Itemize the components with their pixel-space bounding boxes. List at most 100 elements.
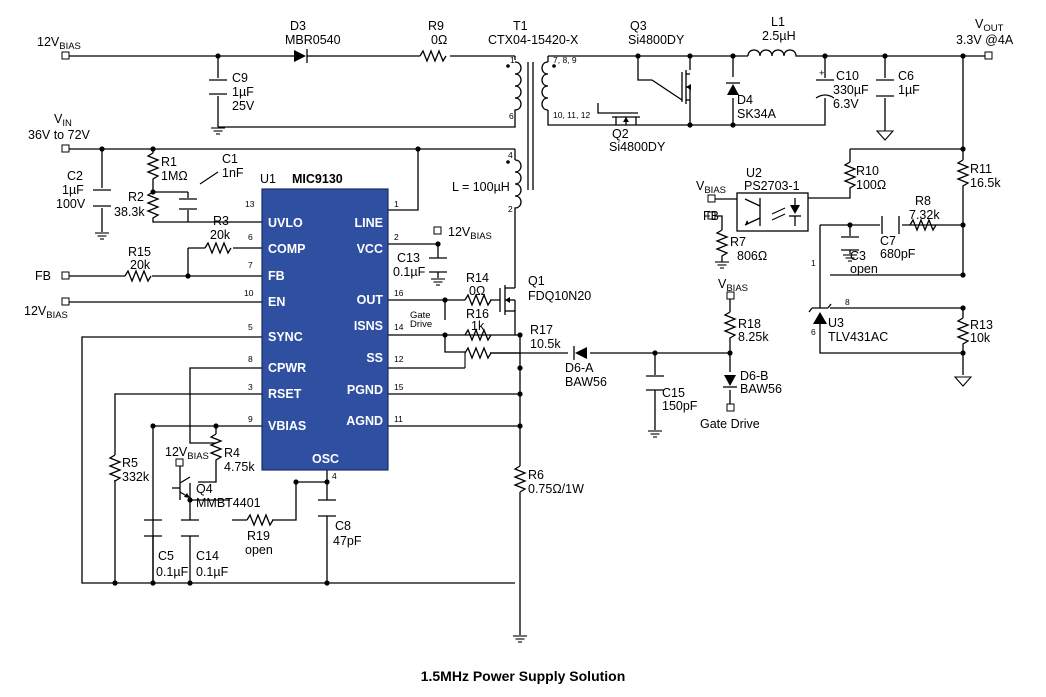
q2-ref: Q2 bbox=[612, 127, 629, 141]
q1-ref: Q1 bbox=[528, 274, 545, 288]
pin-num-2: 2 bbox=[394, 232, 399, 242]
q4-ref: Q4 bbox=[196, 482, 213, 496]
wires bbox=[67, 55, 985, 635]
net-vin-range: 36V to 72V bbox=[28, 128, 91, 142]
c14-value: 0.1µF bbox=[196, 565, 229, 579]
r10-ref: R10 bbox=[856, 164, 879, 178]
c9-ref: C9 bbox=[232, 71, 248, 85]
r11-ref: R11 bbox=[970, 162, 992, 176]
q3-value: Si4800DY bbox=[628, 33, 685, 47]
c8-ref: C8 bbox=[335, 519, 351, 533]
r1-ref: R1 bbox=[161, 155, 177, 169]
r8-ref: R8 bbox=[915, 194, 931, 208]
q4-value: MMBT4401 bbox=[196, 496, 261, 510]
svg-text:+: + bbox=[819, 68, 825, 79]
c9-value: 1µF bbox=[232, 85, 254, 99]
c1-value: 1nF bbox=[222, 166, 244, 180]
r18-ref: R18 bbox=[738, 317, 761, 331]
r9-value: 0Ω bbox=[431, 33, 447, 47]
d3-ref: D3 bbox=[290, 19, 306, 33]
c14-ref: C14 bbox=[196, 549, 219, 563]
t1-pin-2: 2 bbox=[508, 204, 513, 214]
net-fb-u2: FB bbox=[703, 209, 719, 223]
l1-ref: L1 bbox=[771, 15, 785, 29]
pin-num-11: 11 bbox=[394, 414, 403, 424]
d4-ref: D4 bbox=[737, 93, 753, 107]
r3-value: 20k bbox=[210, 228, 231, 242]
c7-value: 680pF bbox=[880, 247, 916, 261]
net-labels: 12VBIAS VIN 36V to 72V FB 12VBIAS 12VBIA… bbox=[24, 17, 1014, 462]
r6-value: 0.75Ω/1W bbox=[528, 482, 584, 496]
net-gate-drive-small-1: Gate bbox=[410, 310, 431, 321]
r15-value: 20k bbox=[130, 258, 151, 272]
pin-num-7: 7 bbox=[248, 260, 253, 270]
pin-rset: RSET bbox=[268, 387, 302, 401]
u1-ref: U1 bbox=[260, 172, 276, 186]
c9-voltage: 25V bbox=[232, 99, 255, 113]
pin-num-10: 10 bbox=[244, 288, 254, 298]
r5-value: 332k bbox=[122, 470, 150, 484]
u1-part: MIC9130 bbox=[292, 172, 343, 186]
part-labels: D3 MBR0540 R9 0Ω T1 CTX04-15420-X 1 6 7,… bbox=[56, 15, 1001, 579]
r18-value: 8.25k bbox=[738, 330, 769, 344]
r9-ref: R9 bbox=[428, 19, 444, 33]
r13-value: 10k bbox=[970, 331, 991, 345]
pin-cpwr: CPWR bbox=[268, 361, 306, 375]
r16-ref: R16 bbox=[466, 307, 489, 321]
net-vbias-r18: VBIAS bbox=[718, 277, 748, 294]
pin-num-12: 12 bbox=[394, 354, 404, 364]
pin-vcc: VCC bbox=[357, 242, 383, 256]
pin-ss: SS bbox=[366, 351, 383, 365]
pin-vbias: VBIAS bbox=[268, 419, 306, 433]
pin-pgnd: PGND bbox=[347, 383, 383, 397]
pin-num-8: 8 bbox=[248, 354, 253, 364]
net-12vbias-q4: 12VBIAS bbox=[165, 445, 209, 462]
net-12vbias-vcc: 12VBIAS bbox=[448, 225, 492, 242]
pin-num-6: 6 bbox=[248, 232, 253, 242]
caption: 1.5MHz Power Supply Solution bbox=[421, 668, 626, 684]
r13-ref: R13 bbox=[970, 318, 993, 332]
c8-value: 47pF bbox=[333, 534, 362, 548]
c3-ref: C3 bbox=[850, 249, 866, 263]
u3-pin-8: 8 bbox=[845, 297, 850, 307]
q2-value: Si4800DY bbox=[609, 140, 666, 154]
r3-ref: R3 bbox=[213, 214, 229, 228]
r1-value: 1MΩ bbox=[161, 169, 188, 183]
pin-num-1: 1 bbox=[394, 199, 399, 209]
c10-voltage: 6.3V bbox=[833, 97, 859, 111]
u3-value: TLV431AC bbox=[828, 330, 888, 344]
junction-dots bbox=[99, 53, 966, 586]
c3-value: open bbox=[850, 262, 878, 276]
l1-value: 2.5µH bbox=[762, 29, 796, 43]
pin-fb: FB bbox=[268, 269, 285, 283]
c15-ref: C15 bbox=[662, 386, 685, 400]
component-symbols: + bbox=[93, 49, 970, 537]
t1-pin-1: 1 bbox=[510, 55, 515, 65]
r4-ref: R4 bbox=[224, 446, 240, 460]
q3-ref: Q3 bbox=[630, 19, 647, 33]
c5-value: 0.1µF bbox=[156, 565, 189, 579]
r8-value: 7.32k bbox=[909, 208, 940, 222]
r7-value: 806Ω bbox=[737, 249, 767, 263]
r17-ref: R17 bbox=[530, 323, 553, 337]
pin-line: LINE bbox=[355, 216, 383, 230]
c10-ref: C10 bbox=[836, 69, 859, 83]
net-vout: VOUT bbox=[975, 17, 1004, 34]
r10-value: 100Ω bbox=[856, 178, 886, 192]
r15-ref: R15 bbox=[128, 245, 151, 259]
pin-agnd: AGND bbox=[346, 414, 383, 428]
r17-value: 10.5k bbox=[530, 337, 561, 351]
d3-value: MBR0540 bbox=[285, 33, 341, 47]
net-12vbias-en: 12VBIAS bbox=[24, 304, 68, 321]
net-12vbias-top: 12VBIAS bbox=[37, 35, 81, 52]
r16-value: 1k bbox=[471, 319, 485, 333]
r11-value: 16.5k bbox=[970, 176, 1001, 190]
net-gate-drive: Gate Drive bbox=[700, 417, 760, 431]
pin-isns: ISNS bbox=[354, 319, 383, 333]
r2-value: 38.3k bbox=[114, 205, 145, 219]
pin-sync: SYNC bbox=[268, 330, 303, 344]
pin-en: EN bbox=[268, 295, 285, 309]
pin-num-5: 5 bbox=[248, 322, 253, 332]
t1-pin-10-11-12: 10, 11, 12 bbox=[553, 110, 590, 120]
t1-pin-7-8-9: 7, 8, 9 bbox=[553, 55, 577, 65]
